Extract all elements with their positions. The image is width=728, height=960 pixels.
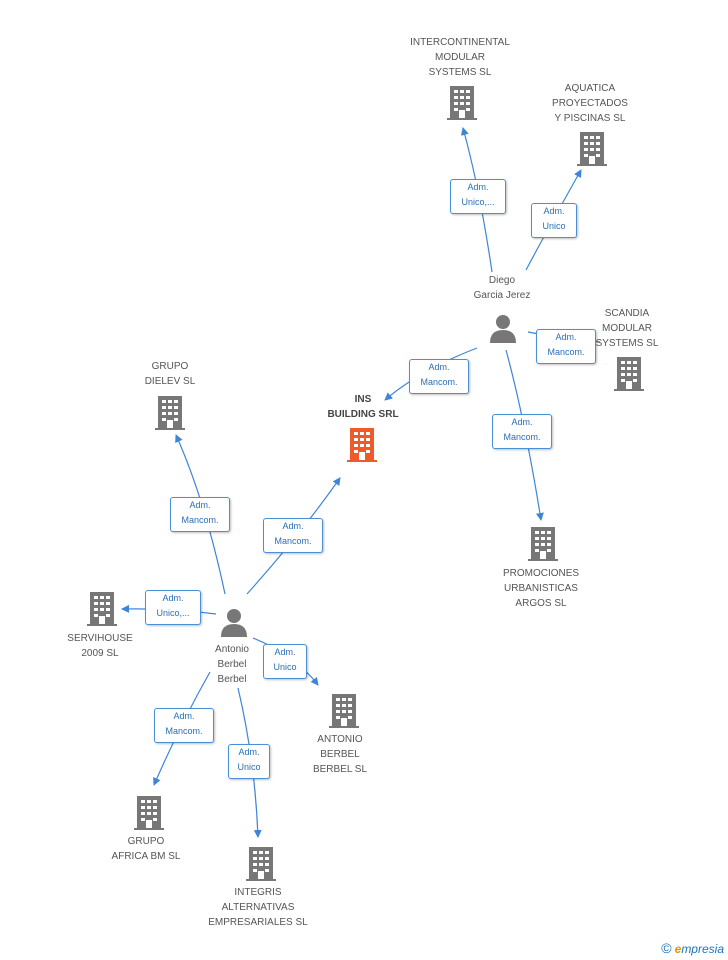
company-antonio-berbel-sl[interactable]: ANTONIO BERBEL BERBEL SL [300, 732, 380, 777]
company-promociones[interactable]: PROMOCIONES URBANISTICAS ARGOS SL [486, 566, 596, 611]
edge-label-diego-ins[interactable]: Adm. Mancom. [409, 359, 469, 394]
company-name: INTERCONTINENTAL MODULAR SYSTEMS SL [410, 37, 510, 78]
edge-label-diego-promociones[interactable]: Adm. Mancom. [492, 414, 552, 449]
edge-label-antonio-dielev[interactable]: Adm. Mancom. [170, 497, 230, 532]
building-icon [528, 527, 558, 561]
company-africa[interactable]: GRUPO AFRICA BM SL [101, 834, 191, 864]
building-icon [577, 132, 607, 166]
building-icon [246, 847, 276, 881]
empresia-logo: ©empresia [661, 940, 724, 956]
company-aquatica[interactable]: AQUATICA PROYECTADOS Y PISCINAS SL [530, 81, 650, 126]
person-icon [221, 609, 247, 637]
edge-label-diego-intercontinental[interactable]: Adm. Unico,... [450, 179, 506, 214]
copyright-icon: © [661, 940, 672, 956]
company-integris[interactable]: INTEGRIS ALTERNATIVAS EMPRESARIALES SL [198, 885, 318, 930]
person-antonio[interactable]: Antonio Berbel Berbel [192, 642, 272, 687]
edge-label-antonio-antoniobb[interactable]: Adm. Unico [263, 644, 307, 679]
company-name: PROMOCIONES URBANISTICAS ARGOS SL [502, 568, 580, 609]
company-name: GRUPO DIELEV SL [144, 361, 196, 387]
edge-label-diego-scandia[interactable]: Adm. Mancom. [536, 329, 596, 364]
building-icon [155, 396, 185, 430]
company-name: SERVIHOUSE 2009 SL [67, 633, 133, 659]
edge-label-antonio-africa[interactable]: Adm. Mancom. [154, 708, 214, 743]
brand-rest: mpresia [681, 942, 724, 956]
building-icon [347, 428, 377, 462]
building-icon [329, 694, 359, 728]
edge-label-antonio-integris[interactable]: Adm. Unico [228, 744, 270, 779]
edge-label-diego-aquatica[interactable]: Adm. Unico [531, 203, 577, 238]
company-servihouse[interactable]: SERVIHOUSE 2009 SL [55, 631, 145, 661]
company-name: ANTONIO BERBEL BERBEL SL [312, 734, 368, 775]
building-icon [614, 357, 644, 391]
person-diego[interactable]: Diego Garcia Jerez [452, 273, 552, 303]
building-icon [134, 796, 164, 830]
edge-label-antonio-servihouse[interactable]: Adm. Unico,... [145, 590, 201, 625]
building-icon [87, 592, 117, 626]
person-icon [490, 315, 516, 343]
brand-e: e [674, 942, 682, 956]
company-dielev[interactable]: GRUPO DIELEV SL [130, 359, 210, 389]
company-name: AQUATICA PROYECTADOS Y PISCINAS SL [552, 83, 628, 124]
company-name: SCANDIA MODULAR SYSTEMS SL [595, 308, 659, 349]
company-name: INS BUILDING SRL [327, 394, 399, 420]
company-ins-building[interactable]: INS BUILDING SRL [313, 392, 413, 422]
company-scandia[interactable]: SCANDIA MODULAR SYSTEMS SL [582, 306, 672, 351]
person-name: Diego Garcia Jerez [473, 275, 531, 301]
company-name: INTEGRIS ALTERNATIVAS EMPRESARIALES SL [208, 887, 308, 928]
company-intercontinental[interactable]: INTERCONTINENTAL MODULAR SYSTEMS SL [395, 35, 525, 80]
person-name: Antonio Berbel Berbel [215, 644, 249, 685]
building-icon [447, 86, 477, 120]
edge-label-antonio-ins[interactable]: Adm. Mancom. [263, 518, 323, 553]
company-name: GRUPO AFRICA BM SL [111, 836, 181, 862]
